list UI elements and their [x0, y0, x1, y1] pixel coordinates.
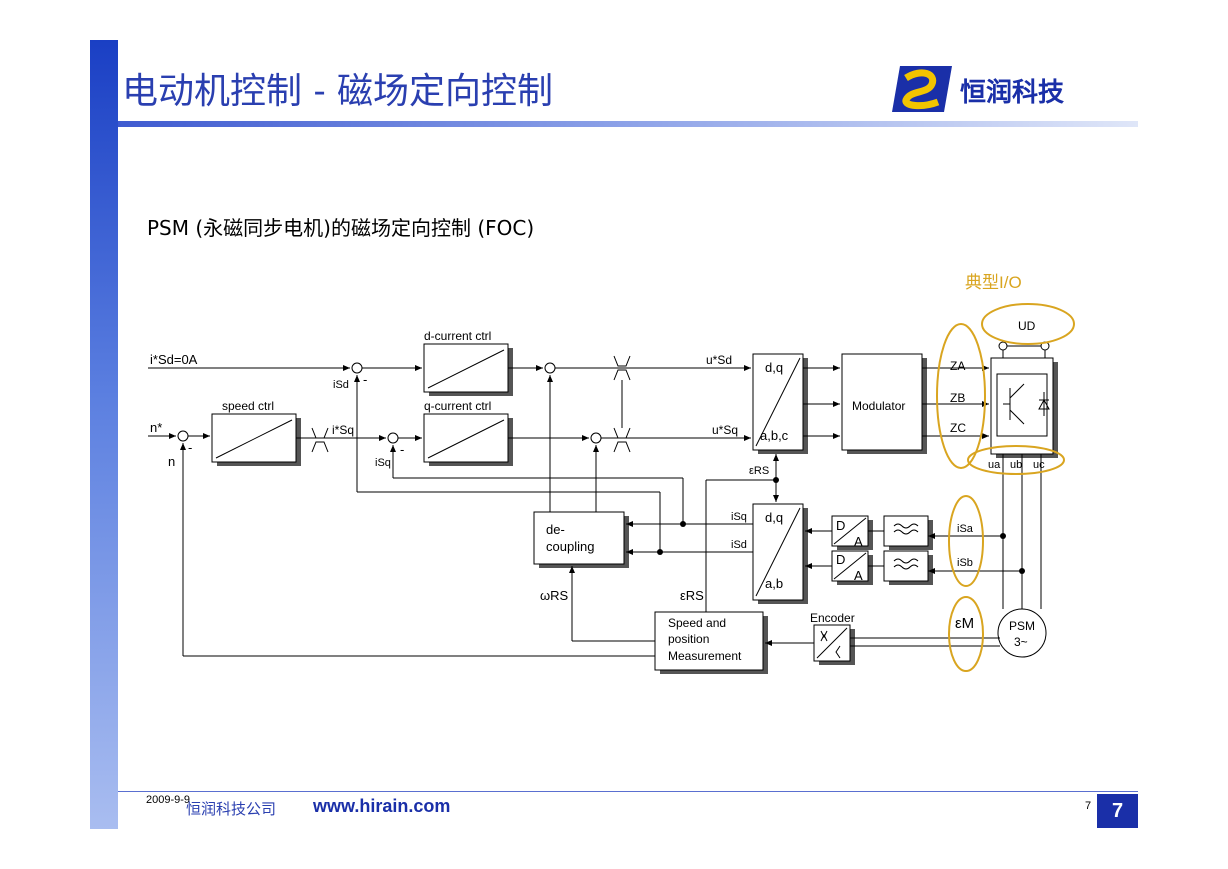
ab-label: a,b — [765, 576, 783, 591]
footer-divider — [118, 791, 1138, 792]
ub-label: ub — [1010, 459, 1022, 471]
isd-feedback-label: iSd — [731, 539, 747, 551]
da1-d-label: D — [836, 518, 845, 533]
footer-url-link[interactable]: www.hirain.com — [313, 796, 451, 816]
company-logo-text: 恒润科技 — [960, 78, 1065, 108]
psm-label-1: PSM — [1009, 619, 1035, 633]
page-number-badge: 7 — [1097, 794, 1138, 828]
da2-a-label: A — [854, 568, 863, 583]
footer-company: 恒润科技公司 — [186, 800, 277, 818]
speed-meas-label-2: position — [668, 632, 709, 646]
eps-m-label: εM — [955, 615, 974, 632]
minus-sign-1: - — [363, 372, 367, 387]
d-current-ctrl-label: d-current ctrl — [424, 329, 491, 343]
decoupling-label-1: de- — [546, 522, 565, 537]
company-logo-icon — [892, 66, 952, 112]
isa-label: iSa — [957, 523, 974, 535]
dq-bottom-label: d,q — [765, 510, 783, 525]
dq-top-label: d,q — [765, 360, 783, 375]
n-ref-label: n* — [150, 420, 162, 435]
page-title: 电动机控制 - 磁场定向控制 — [122, 71, 554, 112]
usq-ref-label: u*Sq — [712, 423, 738, 437]
eps-rs-top-label: εRS — [749, 465, 769, 477]
isq-label: iSq — [375, 457, 391, 469]
zc-label: ZC — [950, 421, 966, 435]
footer-page-small: 7 — [1085, 800, 1092, 812]
isq-ref-label: i*Sq — [332, 423, 354, 437]
typical-io-label: 典型I/O — [965, 273, 1022, 292]
isd-label: iSd — [333, 379, 349, 391]
ua-label: ua — [988, 459, 1001, 471]
minus-sign-3: - — [400, 442, 404, 457]
title-divider — [118, 121, 1138, 127]
uc-label: uc — [1033, 459, 1045, 471]
abc-label: a,b,c — [760, 428, 789, 443]
ud-label: UD — [1018, 319, 1036, 333]
isq-feedback-label: iSq — [731, 511, 747, 523]
isb-label: iSb — [957, 557, 973, 569]
eps-rs-label: εRS — [680, 588, 704, 603]
decoupling-label-2: coupling — [546, 539, 594, 554]
footer-date: 2009-9-9 — [146, 794, 191, 806]
speed-ctrl-label: speed ctrl — [222, 399, 274, 413]
q-current-ctrl-label: q-current ctrl — [424, 399, 491, 413]
encoder-label: Encoder — [810, 611, 855, 625]
speed-meas-label-1: Speed and — [668, 616, 726, 630]
za-label: ZA — [950, 359, 965, 373]
omega-rs-label: ωRS — [540, 588, 569, 603]
n-label: n — [168, 454, 175, 469]
minus-sign-2: - — [188, 440, 192, 455]
slide-subtitle: PSM (永磁同步电机)的磁场定向控制 (FOC) — [147, 216, 535, 240]
modulator-label: Modulator — [852, 399, 905, 413]
da1-a-label: A — [854, 534, 863, 549]
left-accent-bar — [90, 40, 118, 829]
isd-ref-label: i*Sd=0A — [150, 352, 198, 367]
usd-ref-label: u*Sd — [706, 353, 732, 367]
da2-d-label: D — [836, 552, 845, 567]
zb-label: ZB — [950, 391, 965, 405]
psm-label-2: 3~ — [1014, 635, 1028, 649]
speed-meas-label-3: Measurement — [668, 649, 742, 663]
